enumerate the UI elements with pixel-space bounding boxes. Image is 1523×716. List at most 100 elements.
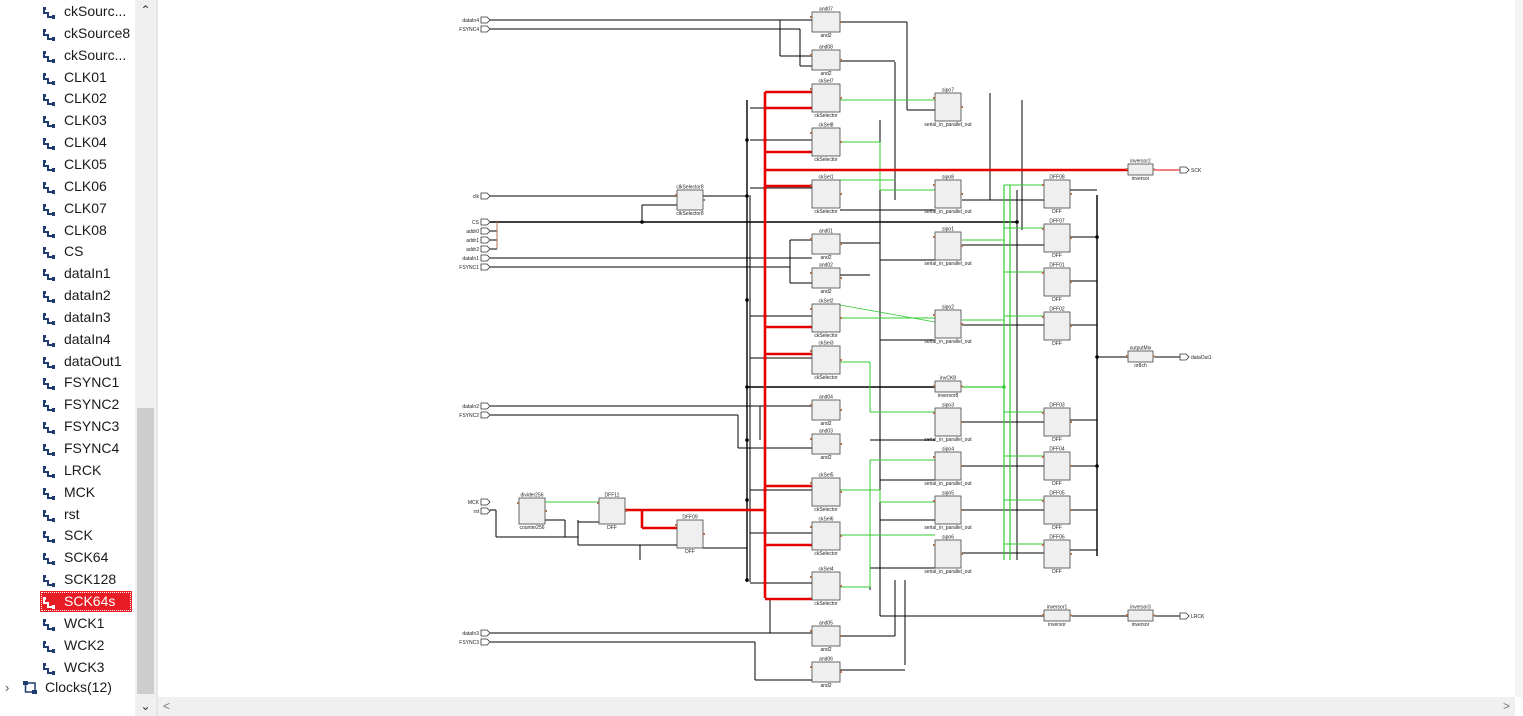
tree-item-net[interactable]: FSYNC1	[0, 372, 135, 393]
cell-type-label: or8ch	[1134, 363, 1147, 369]
scroll-up-arrow-icon[interactable]: ⌃	[140, 3, 151, 17]
input-port-icon	[480, 236, 491, 244]
scroll-right-arrow-icon[interactable]: >	[1502, 699, 1510, 713]
net-icon	[43, 72, 55, 85]
pin-marker	[1042, 228, 1044, 230]
cell-instance-label: ckSel3	[818, 341, 833, 347]
tree-item-label: CLK04	[64, 134, 107, 151]
tree-item-net[interactable]: FSYNC3	[0, 416, 135, 437]
tree-item-net[interactable]: ckSource8	[0, 23, 135, 44]
tree-item-net[interactable]: dataOut1	[0, 351, 135, 372]
net-icon	[43, 596, 55, 609]
tree-item-net[interactable]: CLK04	[0, 132, 135, 153]
cell-type-label: ckSelector	[814, 507, 838, 513]
junction-dot	[745, 498, 749, 502]
tree-item-net[interactable]: CLK05	[0, 154, 135, 175]
input-port-label: dataIn3	[462, 631, 479, 637]
cell-type-label: DFF	[1052, 297, 1062, 303]
tree-item-net[interactable]: dataIn2	[0, 285, 135, 306]
net-icon	[43, 574, 55, 588]
cell-type-label: and2	[820, 647, 831, 653]
input-port-label: clk	[473, 194, 480, 200]
net-icon	[43, 28, 55, 41]
tree-item-label: CLK03	[64, 112, 107, 129]
tree-item-net[interactable]: SCK128	[0, 569, 135, 590]
pin-marker	[840, 243, 842, 245]
junction-dot	[763, 314, 767, 318]
tree-item-net[interactable]: SCK	[0, 525, 135, 546]
tree-item-net[interactable]: CLK03	[0, 110, 135, 131]
cell-instance-label: ckSel1	[818, 175, 833, 181]
cell-and02	[811, 267, 841, 289]
tree-item-net[interactable]: CLK01	[0, 67, 135, 88]
tree-item-net[interactable]: SCK64	[0, 547, 135, 568]
tree-group-clocks[interactable]: › Clocks(12)	[0, 677, 135, 698]
tree-item-net[interactable]: FSYNC2	[0, 394, 135, 415]
pin-marker	[810, 404, 812, 406]
cell-instance-label: sipo7	[942, 88, 954, 94]
pin-marker	[1070, 281, 1072, 283]
input-port-label: FSYNC1	[459, 265, 479, 271]
junction-dot	[1015, 220, 1019, 224]
schematic-diagram[interactable]: and07and2and08and2ckSel7ckSelectorckSel8…	[158, 0, 1523, 697]
cell-and03	[811, 433, 841, 455]
cell-and04	[811, 399, 841, 421]
tree-item-net[interactable]: SCK64s	[0, 590, 135, 612]
tree-item-net[interactable]: ckSourc...	[0, 1, 135, 22]
junction-dot	[763, 488, 767, 492]
scroll-down-arrow-icon[interactable]: ⌄	[140, 699, 151, 713]
tree-item-net[interactable]: WCK2	[0, 635, 135, 656]
cell-type-label: clkSelector8	[676, 211, 703, 217]
output-port-label: LRCK	[1191, 614, 1205, 620]
cell-instance-label: sipo2	[942, 305, 954, 311]
pane-divider[interactable]	[156, 0, 158, 716]
pin-marker	[810, 54, 812, 56]
cell-type-label: serial_in_parallel_out	[924, 569, 972, 575]
tree-item-net[interactable]: FSYNC4	[0, 438, 135, 459]
input-port-label: dataIn1	[462, 256, 479, 262]
net-icon	[43, 509, 55, 522]
pin-marker	[961, 385, 963, 388]
cell-type-label: DFF	[1052, 481, 1062, 487]
net-icon	[43, 552, 55, 566]
chevron-right-icon[interactable]: ›	[5, 680, 10, 695]
tree-item-net[interactable]: MCK	[0, 482, 135, 503]
cell-sipo8	[934, 179, 962, 209]
cell-and08	[811, 49, 841, 71]
pin-marker	[703, 199, 705, 201]
tree-item-net[interactable]: CS	[0, 241, 135, 262]
scroll-left-arrow-icon[interactable]: <	[162, 699, 170, 713]
scrollbar-thumb[interactable]	[137, 408, 154, 694]
tree-item-net[interactable]: dataIn4	[0, 329, 135, 350]
tree-item-net[interactable]: LRCK	[0, 460, 135, 481]
tree-item-net[interactable]: CLK07	[0, 198, 135, 219]
tree-item-label: FSYNC2	[64, 396, 120, 413]
cell-type-label: and2	[820, 33, 831, 39]
cell-type-label: serial_in_parallel_out	[924, 525, 972, 531]
cell-dff01	[1043, 267, 1071, 297]
pin-marker	[810, 308, 812, 310]
pin-marker	[1153, 355, 1155, 358]
pin-marker	[933, 412, 935, 414]
input-port-icon	[480, 218, 491, 226]
cell-type-label: DFF	[1052, 437, 1062, 443]
navigator-vertical-scrollbar[interactable]: ⌃ ⌄	[135, 0, 156, 716]
tree-item-net[interactable]: CLK08	[0, 220, 135, 241]
tree-item-net[interactable]: dataIn3	[0, 307, 135, 328]
tree-item-net[interactable]: ckSourc...	[0, 45, 135, 66]
canvas-horizontal-scrollbar[interactable]: < >	[158, 697, 1515, 716]
tree-item-net[interactable]: dataIn1	[0, 263, 135, 284]
tree-item-net[interactable]: WCK3	[0, 657, 135, 678]
cell-instance-label: and05	[819, 621, 833, 627]
tree-item-net[interactable]: rst	[0, 504, 135, 525]
tree-item-net[interactable]: CLK06	[0, 176, 135, 197]
cell-type-label: and2	[820, 255, 831, 261]
tree-group-label: Clocks(12)	[45, 679, 112, 695]
tree-item-net[interactable]: WCK1	[0, 613, 135, 634]
pin-marker	[810, 272, 812, 274]
input-port-label: FSYNC2	[459, 413, 479, 419]
cell-dff06	[1043, 539, 1071, 569]
tree-item-net[interactable]: CLK02	[0, 88, 135, 109]
